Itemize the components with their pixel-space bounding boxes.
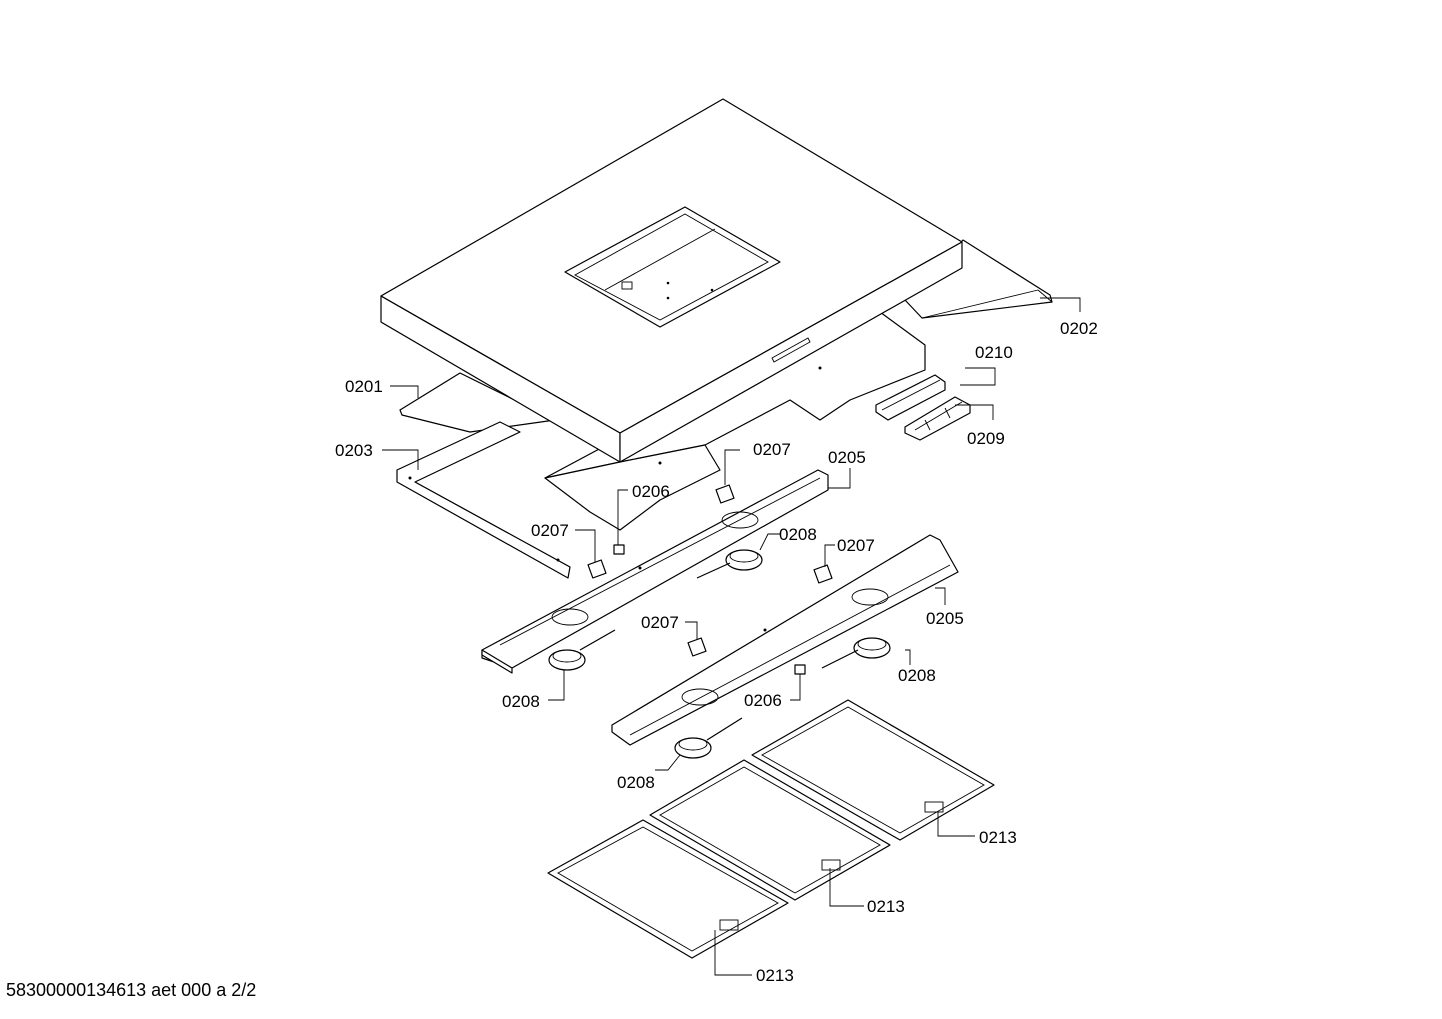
label-0208-a: 0208: [779, 525, 817, 544]
lamp-0208-d: [674, 717, 743, 759]
underside-panel-0201: [399, 372, 556, 433]
clip-0206-b: [794, 664, 806, 675]
label-0206-lower: 0206: [744, 691, 782, 710]
main-hood-body: [380, 98, 963, 463]
label-0210: 0210: [975, 343, 1013, 362]
label-0203: 0203: [335, 441, 373, 460]
label-0209: 0209: [967, 429, 1005, 448]
label-0207-d: 0207: [641, 613, 679, 632]
lamp-0208-a: [696, 549, 763, 579]
leader-lines: [382, 297, 1081, 976]
lamp-rail-0205-lower: [611, 534, 959, 746]
clip-0207-a: [715, 484, 735, 504]
side-rail-0203: [396, 421, 571, 579]
label-0201: 0201: [345, 377, 383, 396]
lamp-0208-b: [548, 629, 616, 671]
label-0205-upper: 0205: [828, 448, 866, 467]
label-0213-a: 0213: [979, 828, 1017, 847]
clip-0207-b: [587, 559, 607, 579]
label-0208-b: 0208: [502, 692, 540, 711]
label-0208-c: 0208: [898, 666, 936, 685]
lamp-0208-c: [821, 637, 891, 669]
control-module-0209: [904, 396, 971, 441]
label-0213-b: 0213: [867, 897, 905, 916]
drawing-code: 58300000134613 aet 000 a 2/2: [6, 980, 257, 1000]
label-0208-d: 0208: [617, 773, 655, 792]
grease-filter-0213-c: [547, 819, 789, 959]
label-0205-lower: 0205: [926, 609, 964, 628]
clip-0206-a: [613, 544, 625, 555]
part-labels: 0201 0202 0203 0205 0205 0206 0206 0207 …: [335, 319, 1098, 985]
grease-filter-0213-b: [649, 759, 891, 901]
label-0206-upper: 0206: [632, 482, 670, 501]
clip-0207-c: [813, 564, 833, 584]
label-0213-c: 0213: [756, 966, 794, 985]
grease-filter-0213-a: [751, 699, 995, 841]
lamp-rail-0205-upper: [481, 469, 829, 674]
label-0207-c: 0207: [837, 536, 875, 555]
label-0207-b: 0207: [531, 521, 569, 540]
label-0202: 0202: [1060, 319, 1098, 338]
control-bracket-0210: [875, 374, 946, 421]
label-0207-a: 0207: [753, 440, 791, 459]
clip-0207-d: [687, 637, 707, 657]
